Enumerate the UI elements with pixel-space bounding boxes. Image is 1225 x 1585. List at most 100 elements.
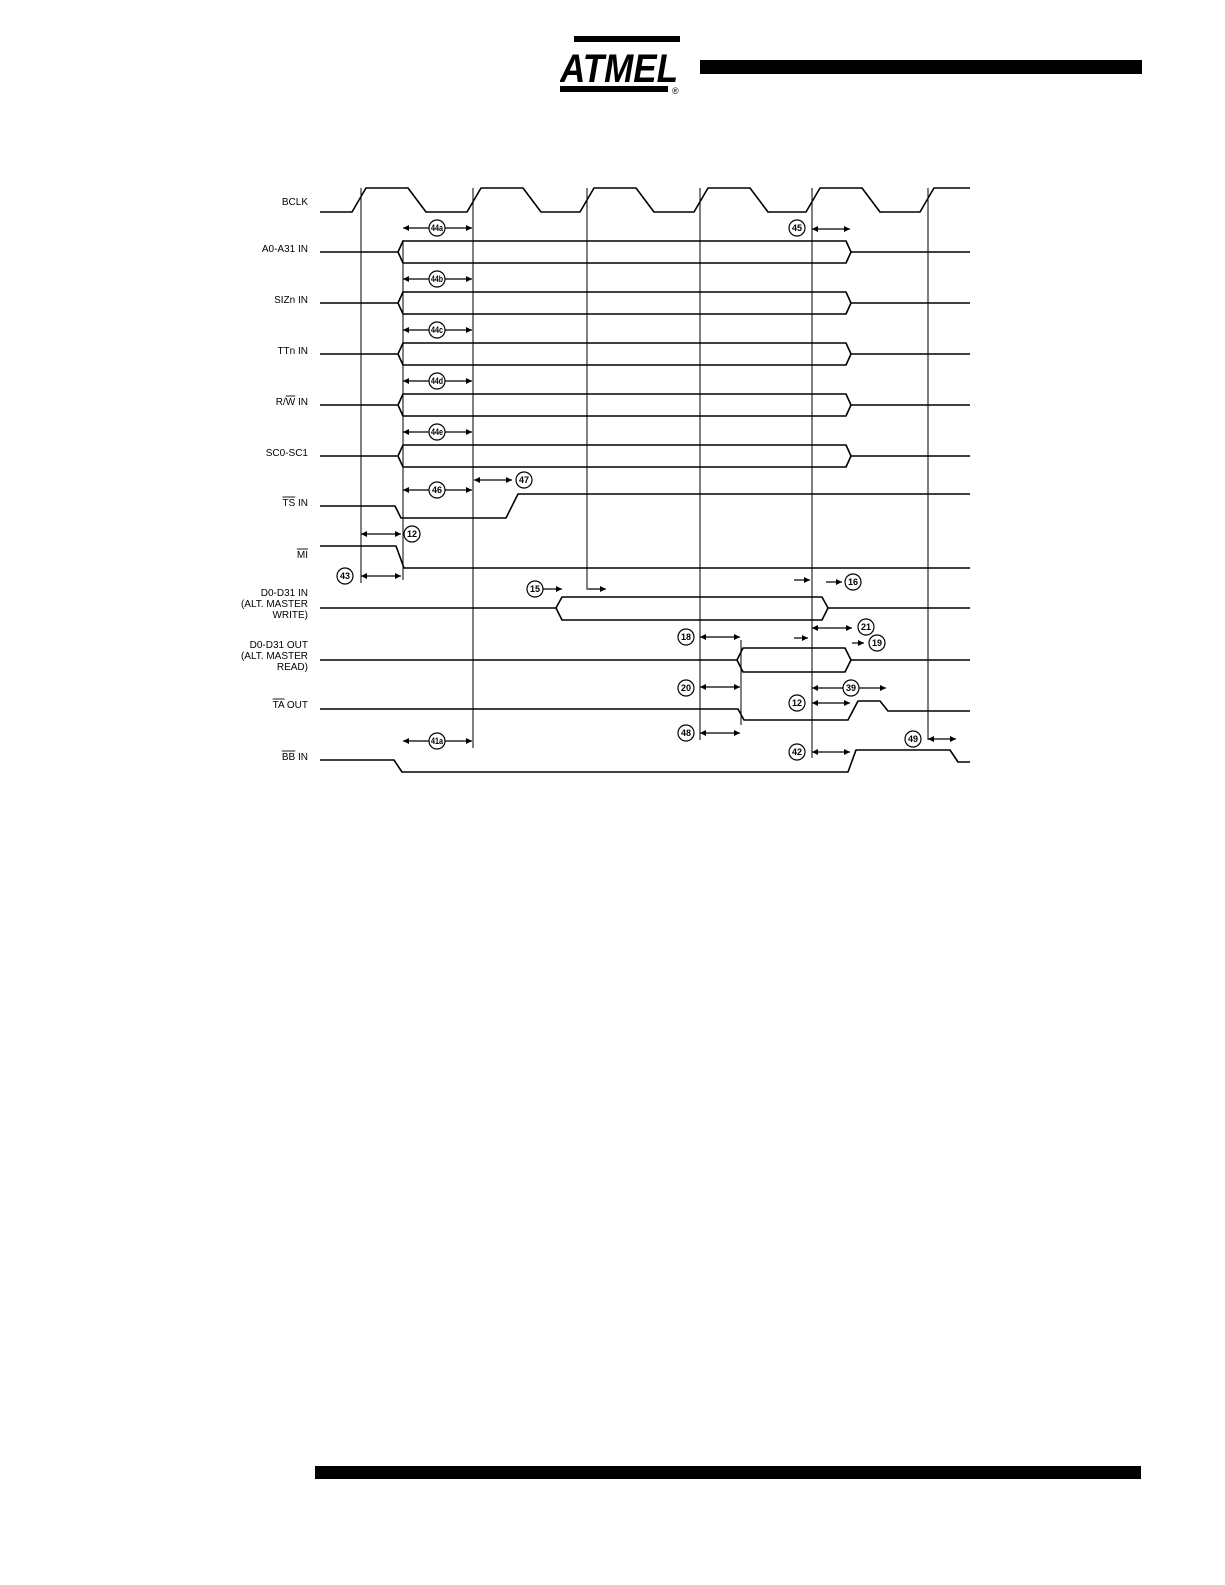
arrowhead bbox=[466, 738, 472, 744]
signal-labels: BCLK A0-A31 IN SIZn IN TTn IN R/W IN SC0-SC1T… bbox=[241, 197, 308, 763]
arrowhead bbox=[846, 625, 852, 631]
callout-48: 48 bbox=[678, 725, 694, 741]
arrowhead bbox=[804, 577, 810, 583]
arrowhead bbox=[812, 700, 818, 706]
callout-18: 18 bbox=[678, 629, 694, 645]
arrowhead bbox=[474, 477, 480, 483]
callout-number: 42 bbox=[792, 747, 802, 757]
arrowhead bbox=[466, 276, 472, 282]
arrowhead bbox=[844, 226, 850, 232]
waveform-bclk bbox=[320, 188, 970, 212]
waveform-data-in bbox=[320, 597, 970, 620]
signal-label-line: SC0-SC1 bbox=[266, 448, 309, 459]
waveform-ts bbox=[320, 494, 970, 518]
callout-44d: 44d bbox=[429, 373, 445, 389]
signal-label-line: D0-D31 IN bbox=[261, 588, 308, 599]
signal-label-rw: R/W IN bbox=[276, 396, 308, 408]
arrowhead bbox=[466, 429, 472, 435]
callout-44e: 44e bbox=[429, 424, 445, 440]
waveform-tt bbox=[320, 343, 970, 365]
callout-number: 44a bbox=[431, 223, 444, 233]
callout-number: 18 bbox=[681, 632, 691, 642]
arrowhead bbox=[395, 531, 401, 537]
callout-19: 19 bbox=[869, 635, 885, 651]
signal-label-addr: A0-A31 IN bbox=[262, 244, 308, 255]
arrowhead bbox=[600, 586, 606, 592]
arrowhead bbox=[734, 634, 740, 640]
arrowhead bbox=[403, 429, 409, 435]
signal-label-line: MI bbox=[297, 550, 308, 561]
callout-number: 20 bbox=[681, 683, 691, 693]
callout-number: 12 bbox=[792, 698, 802, 708]
callout-number: 47 bbox=[519, 475, 529, 485]
callout-39: 39 bbox=[843, 680, 859, 696]
arrowhead bbox=[466, 487, 472, 493]
callout-46: 46 bbox=[429, 482, 445, 498]
callout-number: 44b bbox=[431, 274, 443, 284]
arrowhead bbox=[466, 327, 472, 333]
signal-label-line: BCLK bbox=[282, 197, 308, 208]
callout-number: 45 bbox=[792, 223, 802, 233]
callout-number: 43 bbox=[340, 571, 350, 581]
signal-label-bclk: BCLK bbox=[282, 197, 308, 208]
signal-label-siz: SIZn IN bbox=[274, 295, 308, 306]
callout-number: 48 bbox=[681, 728, 691, 738]
arrowhead bbox=[844, 749, 850, 755]
waveform-mi bbox=[320, 546, 970, 568]
callout-number: 44e bbox=[431, 427, 443, 437]
callout-number: 49 bbox=[908, 734, 918, 744]
arrowhead bbox=[880, 685, 886, 691]
signal-label-line: WRITE) bbox=[272, 610, 308, 621]
signal-label-line: READ) bbox=[277, 662, 308, 673]
arrowhead bbox=[928, 736, 934, 742]
callout-44c: 44c bbox=[429, 322, 445, 338]
arrowhead bbox=[403, 225, 409, 231]
arrowhead bbox=[700, 634, 706, 640]
callout-number: 41a bbox=[431, 736, 444, 746]
callout-45: 45 bbox=[789, 220, 805, 236]
signal-label-line: TTn IN bbox=[277, 346, 308, 357]
signal-label-line: (ALT. MASTER bbox=[241, 599, 308, 610]
signal-label-line: SIZn IN bbox=[274, 295, 308, 306]
callout-number: 46 bbox=[432, 485, 442, 495]
callout-number: 44d bbox=[431, 376, 443, 386]
callout-number: 15 bbox=[530, 584, 540, 594]
arrowhead bbox=[734, 730, 740, 736]
arrowhead bbox=[361, 531, 367, 537]
callout-42: 42 bbox=[789, 744, 805, 760]
callout-12: 12 bbox=[404, 526, 420, 542]
signal-label-line: TS IN bbox=[282, 498, 308, 509]
waveform-data-out bbox=[320, 648, 970, 672]
signal-label-sc: SC0-SC1 bbox=[266, 448, 309, 459]
arrowhead bbox=[556, 586, 562, 592]
waveform-addr bbox=[320, 241, 970, 263]
arrowhead bbox=[844, 700, 850, 706]
signal-label-dinw: D0-D31 IN(ALT. MASTERWRITE) bbox=[241, 588, 308, 621]
callout-21: 21 bbox=[858, 619, 874, 635]
signal-label-line: (ALT. MASTER bbox=[241, 651, 308, 662]
waveform-bb bbox=[320, 750, 970, 772]
arrowhead bbox=[700, 730, 706, 736]
callout-15: 15 bbox=[527, 581, 543, 597]
callout-44a: 44a bbox=[429, 220, 445, 236]
callout-number: 44c bbox=[431, 325, 443, 335]
signal-label-ta: TA OUT bbox=[273, 699, 308, 711]
arrowhead bbox=[395, 573, 401, 579]
signal-label-line: TA OUT bbox=[273, 700, 308, 711]
waveform-sc bbox=[320, 445, 970, 467]
callout-number: 16 bbox=[848, 577, 858, 587]
arrowhead bbox=[403, 378, 409, 384]
arrowhead bbox=[858, 640, 864, 646]
timing-arrows bbox=[361, 225, 956, 755]
arrowhead bbox=[403, 276, 409, 282]
callout-47: 47 bbox=[516, 472, 532, 488]
arrowhead bbox=[802, 635, 808, 641]
callout-number: 21 bbox=[861, 622, 871, 632]
callout-12: 12 bbox=[789, 695, 805, 711]
signal-label-bb: BB IN bbox=[282, 751, 308, 763]
signal-label-mi: MI bbox=[297, 549, 308, 561]
arrowhead bbox=[836, 579, 842, 585]
